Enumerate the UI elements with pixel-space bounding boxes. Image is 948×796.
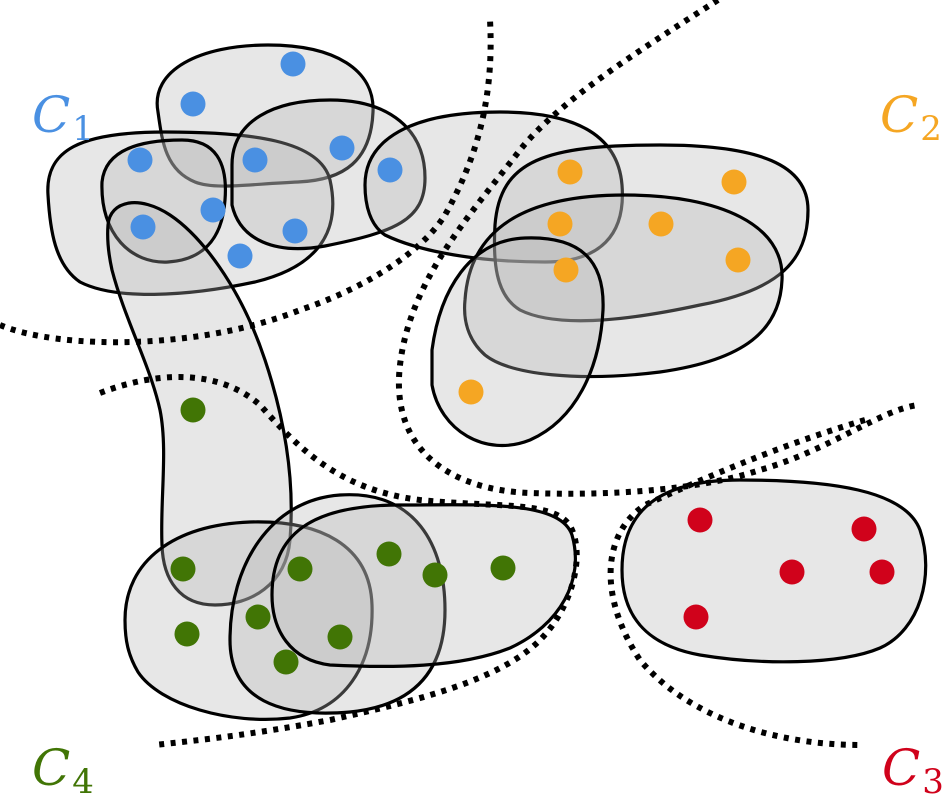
c2-vertex <box>547 211 573 237</box>
c4-vertex <box>422 562 448 588</box>
c4-vertex <box>245 604 271 630</box>
c4-vertex <box>327 624 353 650</box>
boundary-c3-left <box>607 417 866 748</box>
hyperedge-c4-wide <box>270 503 577 669</box>
cluster-label-c1: C1 <box>32 86 94 149</box>
c1-vertex <box>282 218 308 244</box>
vertices <box>127 51 895 675</box>
c4-vertex <box>174 621 200 647</box>
cluster-boundaries <box>0 0 919 748</box>
c1-vertex <box>377 157 403 183</box>
cluster-label-letter: C <box>32 739 70 796</box>
c4-vertex <box>287 556 313 582</box>
c1-vertex <box>227 243 253 269</box>
boundary-c1-upper-left <box>0 19 494 346</box>
c3-vertex <box>779 559 805 585</box>
boundary-c1-c2-diagonal <box>395 0 919 497</box>
c4-vertex <box>180 397 206 423</box>
cluster-label-index: 1 <box>72 109 94 149</box>
hyperedge-c1-wide <box>46 130 335 296</box>
cluster-label-c2: C2 <box>880 86 942 149</box>
cluster-label-index: 4 <box>72 762 94 796</box>
c4-vertex <box>490 555 516 581</box>
cluster-label-letter: C <box>882 739 920 796</box>
c1-vertex <box>200 197 226 223</box>
c3-vertex <box>851 516 877 542</box>
boundary-c4-upper <box>98 374 580 748</box>
c1-vertex <box>329 135 355 161</box>
cluster-label-c3: C3 <box>882 739 944 796</box>
cluster-label-index: 2 <box>920 109 942 149</box>
c4-vertex <box>273 649 299 675</box>
c4-vertex <box>376 541 402 567</box>
c1-vertex <box>130 214 156 240</box>
cluster-label-letter: C <box>880 86 918 144</box>
c3-vertex <box>683 604 709 630</box>
hyperedges <box>46 43 928 721</box>
c3-vertex <box>869 559 895 585</box>
c2-vertex <box>553 257 579 283</box>
c1-vertex <box>127 147 153 173</box>
c2-vertex <box>725 247 751 273</box>
c2-vertex <box>557 159 583 185</box>
c1-vertex <box>242 147 268 173</box>
cluster-label-index: 3 <box>922 762 944 796</box>
hyperedge-c1-right <box>230 98 427 251</box>
cluster-label-letter: C <box>32 86 70 144</box>
c2-vertex <box>458 379 484 405</box>
c4-vertex <box>170 556 196 582</box>
c3-vertex <box>687 507 713 533</box>
cluster-label-c4: C4 <box>32 739 94 796</box>
hyperedge-c2-mid <box>462 193 784 379</box>
c1-vertex <box>280 51 306 77</box>
c2-vertex <box>648 211 674 237</box>
c2-vertex <box>721 169 747 195</box>
c1-vertex <box>180 91 206 117</box>
